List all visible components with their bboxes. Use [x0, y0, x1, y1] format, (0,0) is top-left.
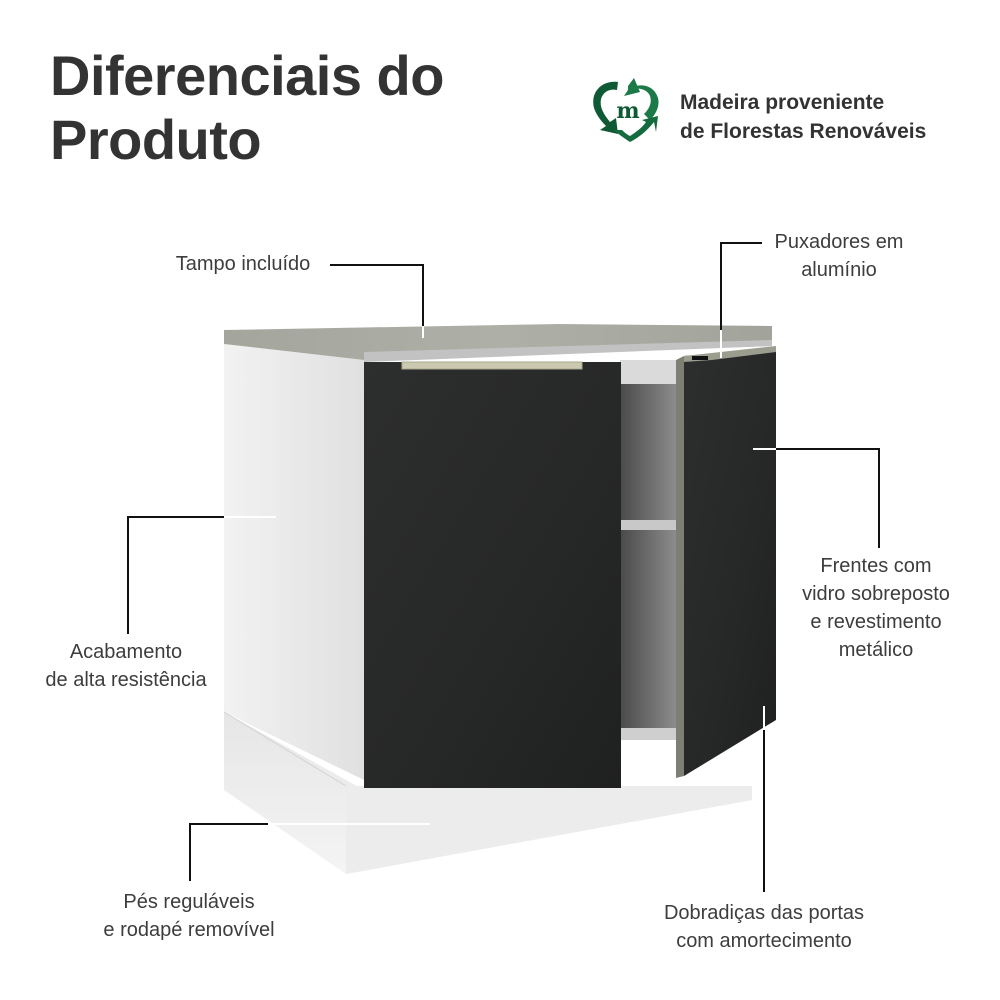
callout-line-acabamento-h [127, 516, 224, 518]
badge-text: Madeira proveniente de Florestas Renováv… [680, 88, 926, 146]
callout-tampo: Tampo incluído [175, 253, 311, 275]
sustainability-badge: m Madeira proveniente de Florestas Renov… [588, 74, 968, 146]
svg-text:m: m [616, 98, 639, 124]
cabinet-interior [620, 384, 676, 740]
title-line-2: Produto [50, 108, 262, 171]
left-door [364, 362, 621, 788]
right-door-edge [676, 356, 684, 778]
callout-line-pes-h [189, 823, 268, 825]
callout-line-pes-tip [268, 823, 430, 825]
side-panel [224, 344, 364, 780]
callout-line-frentes-h [776, 448, 880, 450]
callout-line-dobradicas-tip [763, 706, 765, 730]
callout-line-frentes-tip [753, 448, 776, 450]
callout-line-pes-v [189, 823, 191, 881]
callout-line-puxadores-v [720, 242, 722, 330]
callout-line-acabamento-tip [224, 516, 276, 518]
countertop [224, 324, 772, 360]
callout-line-tampo-v [422, 264, 424, 326]
callout-puxadores: Puxadores em alumínio [774, 231, 904, 281]
callout-pes: Pés reguláveis e rodapé removível [103, 891, 275, 941]
right-door [684, 348, 776, 776]
callout-line-tampo-h [330, 264, 424, 266]
callout-line-puxadores-tip [720, 330, 722, 358]
callout-line-puxadores-h [720, 242, 762, 244]
page-title: Diferenciais do Produto [50, 44, 444, 172]
callout-line-frentes-v [878, 448, 880, 548]
callout-dobradicas: Dobradiças das portas com amortecimento [663, 902, 865, 952]
left-door-handle [401, 361, 583, 370]
callout-line-dobradicas-v [763, 730, 765, 892]
badge-line-1: Madeira proveniente [680, 91, 885, 114]
callout-line-tampo-tip [422, 326, 424, 338]
callout-frentes: Frentes com vidro sobreposto e revestime… [802, 555, 950, 661]
title-line-1: Diferenciais do [50, 44, 444, 107]
badge-line-2: de Florestas Renováveis [680, 120, 927, 143]
callout-acabamento: Acabamento de alta resistência [45, 641, 207, 691]
recycle-heart-m-icon: m [593, 78, 659, 142]
callout-line-acabamento-v [127, 516, 129, 634]
